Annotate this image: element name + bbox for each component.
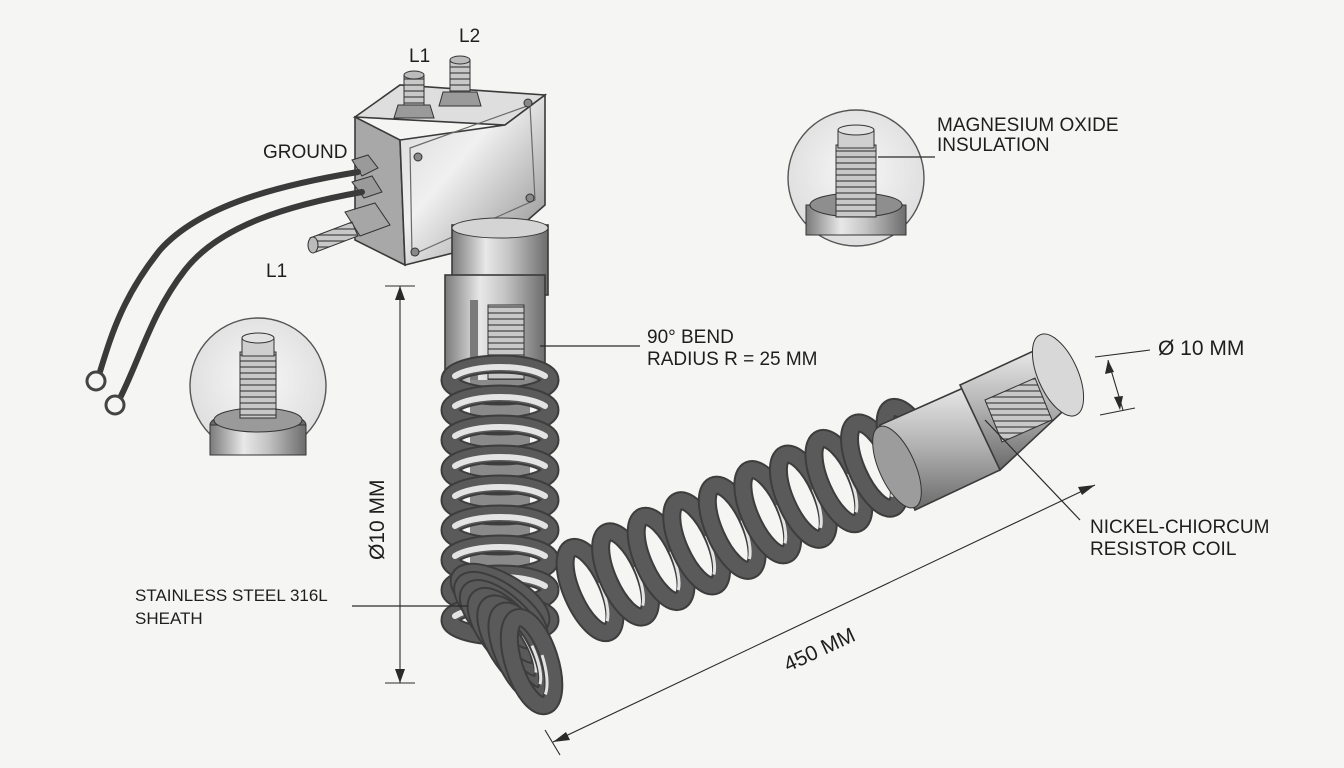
length-dimension <box>544 484 1096 756</box>
label-l1-side: L1 <box>266 261 287 282</box>
label-bend-line2: RADIUS R = 25 MM <box>647 349 818 370</box>
label-coil-line2: RESISTOR COIL <box>1090 539 1236 560</box>
end-diameter-dimension <box>1094 349 1151 416</box>
end-fitting <box>872 333 1085 512</box>
coil-turn-highlight <box>452 543 548 559</box>
label-sheath-line1: STAINLESS STEEL 316L <box>135 586 328 605</box>
vertical-dimension <box>385 285 415 684</box>
coil-turn-highlight <box>452 363 548 379</box>
coil-turn-highlight <box>452 453 548 469</box>
label-sheath-line2: SHEATH <box>135 609 203 628</box>
coil-turn-highlight <box>452 393 548 409</box>
label-l1-top: L1 <box>409 46 430 67</box>
lead-wires <box>85 169 365 416</box>
coil-turn-highlight <box>452 423 548 439</box>
detail-circle-left <box>189 317 327 456</box>
detail-circle-right <box>787 109 925 247</box>
terminal-stud-l2 <box>438 55 482 107</box>
coil-turn-body <box>501 609 562 714</box>
label-length: 450 MM <box>780 624 858 677</box>
label-insulation-line1: MAGNESIUM OXIDE <box>937 115 1119 136</box>
label-diameter-end: Ø 10 MM <box>1158 337 1244 360</box>
bend-and-horizontal-coil: (function(){ const g = document.currentS… <box>449 397 945 716</box>
coil-leader <box>984 419 1081 521</box>
label-ground: GROUND <box>263 142 347 163</box>
coil-turn-highlight <box>494 611 543 693</box>
label-l2-top: L2 <box>459 26 480 47</box>
label-bend-line1: 90° BEND <box>647 327 734 348</box>
label-insulation-line2: INSULATION <box>937 135 1050 156</box>
coil-turn-highlight <box>452 483 548 499</box>
terminal-stud-l1 <box>393 70 435 119</box>
coil-turn-highlight <box>452 513 548 529</box>
label-coil-line1: NICKEL-CHIORCUM <box>1090 517 1269 538</box>
label-diameter-vertical: Ø10 MM <box>366 479 389 560</box>
coil-turn-highlight <box>506 617 549 702</box>
side-glands <box>307 154 391 254</box>
